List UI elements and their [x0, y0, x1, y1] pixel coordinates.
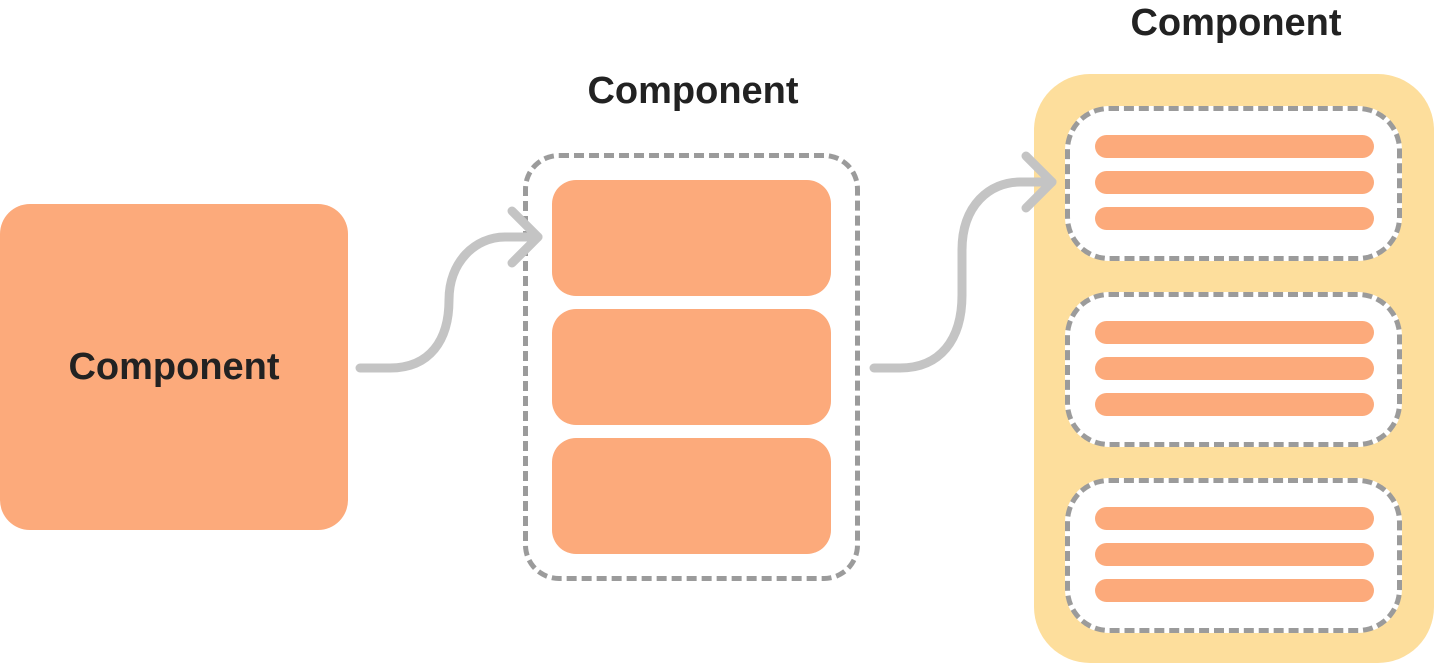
- group-3-line-2: [1095, 543, 1374, 566]
- single-component-box: Component: [0, 204, 348, 530]
- group-1-line-1: [1095, 135, 1374, 158]
- right-component-title: Component: [1130, 2, 1342, 44]
- group-3-line-3: [1095, 579, 1374, 602]
- single-component-label: Component: [68, 345, 280, 388]
- group-3-line-1: [1095, 507, 1374, 530]
- arrow-1-head: [507, 206, 543, 268]
- arrow-2-line: [869, 177, 1057, 373]
- arrow-1-line: [355, 232, 543, 373]
- arrow-2-head: [1021, 151, 1057, 213]
- group-1-line-2: [1095, 171, 1374, 194]
- middle-component-block-2: [552, 309, 831, 425]
- middle-component-block-3: [552, 438, 831, 554]
- group-2-line-1: [1095, 321, 1374, 344]
- group-2-line-3: [1095, 393, 1374, 416]
- group-1-line-3: [1095, 207, 1374, 230]
- middle-component-block-1: [552, 180, 831, 296]
- group-2-line-2: [1095, 357, 1374, 380]
- middle-component-title: Component: [587, 70, 799, 112]
